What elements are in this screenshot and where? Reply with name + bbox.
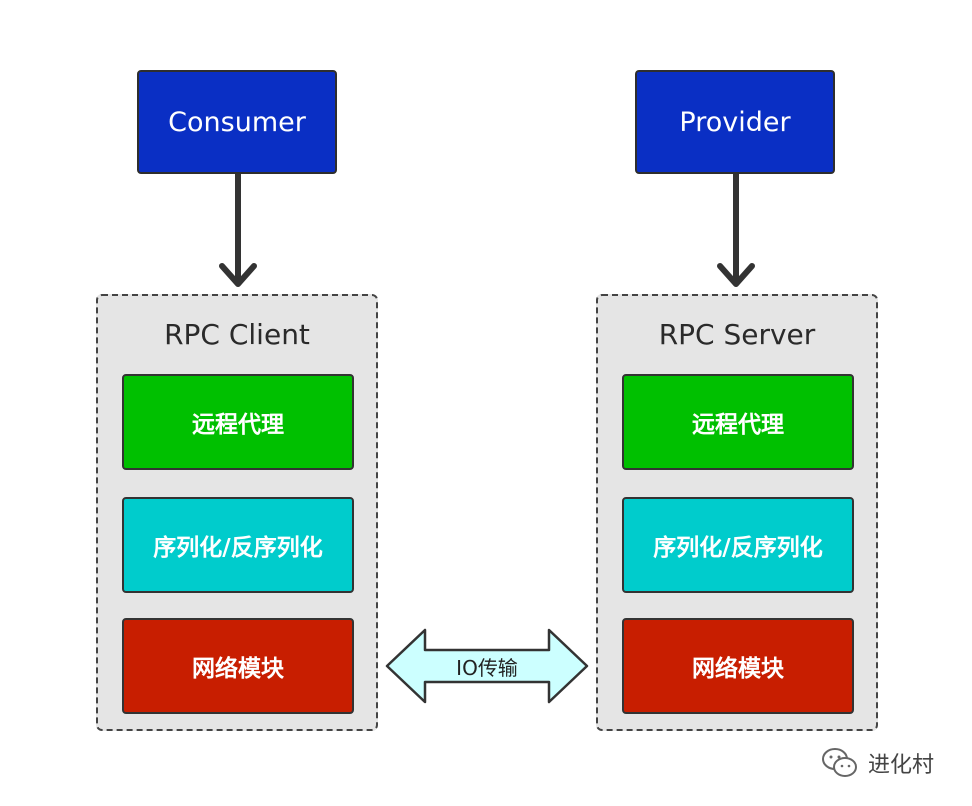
client-serialization-label: 序列化/反序列化 bbox=[153, 535, 323, 561]
io-label: IO传输 bbox=[456, 655, 518, 680]
provider-to-server-arrow bbox=[717, 174, 755, 287]
wechat-icon bbox=[822, 748, 857, 777]
client-network-label: 网络模块 bbox=[192, 656, 284, 682]
server-network-label: 网络模块 bbox=[692, 656, 784, 682]
provider-label: Provider bbox=[679, 106, 791, 138]
server-serialization-label: 序列化/反序列化 bbox=[653, 535, 823, 561]
consumer-node: Consumer bbox=[137, 70, 337, 174]
consumer-to-client-arrow bbox=[219, 174, 257, 287]
client-proxy-module: 远程代理 bbox=[122, 374, 354, 470]
consumer-label: Consumer bbox=[168, 106, 306, 138]
server-proxy-label: 远程代理 bbox=[692, 412, 784, 438]
rpc-server-title: RPC Server bbox=[658, 318, 816, 351]
provider-node: Provider bbox=[635, 70, 835, 174]
client-serialization-module: 序列化/反序列化 bbox=[122, 497, 354, 593]
rpc-client-title: RPC Client bbox=[164, 318, 310, 351]
client-network-module: 网络模块 bbox=[122, 618, 354, 714]
client-proxy-label: 远程代理 bbox=[192, 412, 284, 438]
server-serialization-module: 序列化/反序列化 bbox=[622, 497, 854, 593]
watermark-text: 进化村 bbox=[868, 753, 935, 778]
server-network-module: 网络模块 bbox=[622, 618, 854, 714]
rpc-client-container: RPC Client 远程代理 序列化/反序列化 网络模块 bbox=[96, 294, 378, 731]
watermark: 进化村 bbox=[820, 746, 934, 780]
server-proxy-module: 远程代理 bbox=[622, 374, 854, 470]
io-double-arrow bbox=[385, 628, 589, 704]
rpc-server-container: RPC Server 远程代理 序列化/反序列化 网络模块 bbox=[596, 294, 878, 731]
